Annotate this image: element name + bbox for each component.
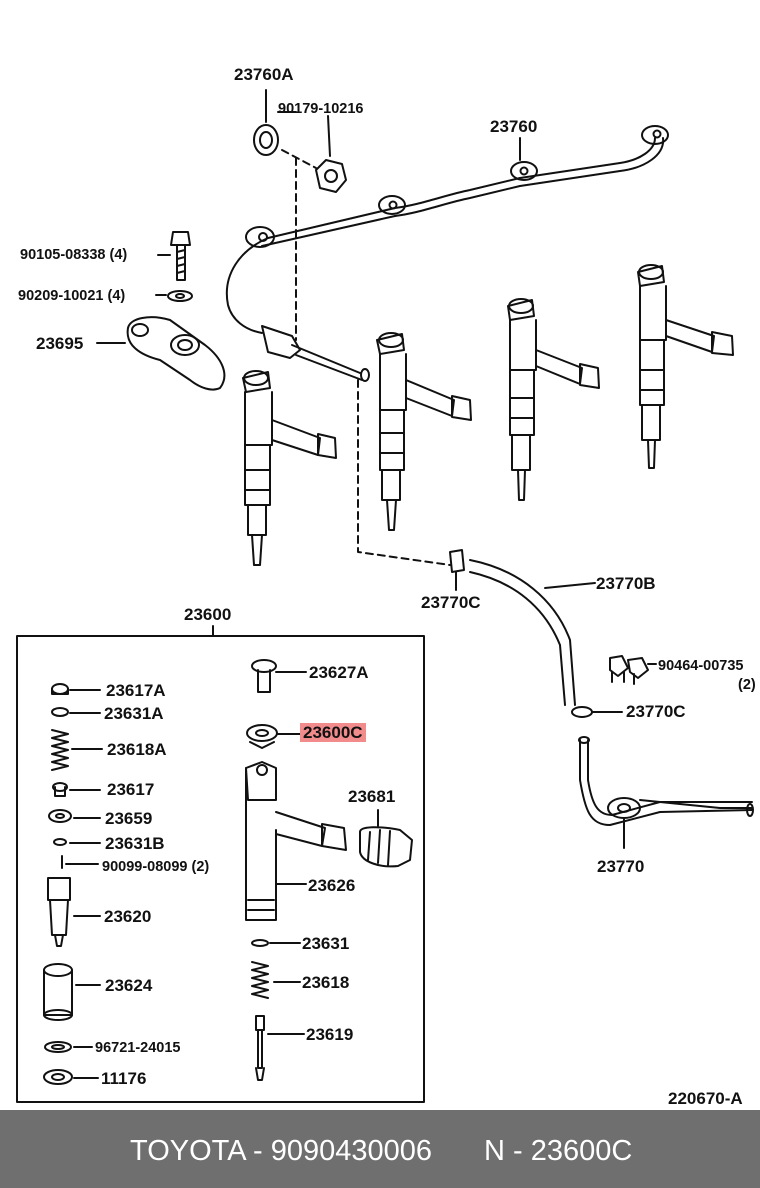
- label-23681: 23681: [348, 787, 396, 806]
- washer-90209: [155, 290, 193, 302]
- label-23770B: 23770B: [596, 574, 656, 593]
- kit-box: [16, 635, 425, 1103]
- clip-23770C-top: [449, 549, 465, 591]
- label-23618: 23618: [302, 973, 350, 992]
- footer-item-reference: N - 23600C: [484, 1135, 633, 1167]
- label-23620: 23620: [104, 907, 152, 926]
- label-23631A: 23631A: [104, 704, 164, 723]
- injector-3: [507, 298, 600, 501]
- label-90099-08099: 90099-08099 (2): [102, 859, 210, 875]
- injector-1: [242, 370, 337, 566]
- label-90464-00735: 90464-00735: [658, 658, 744, 674]
- label-96721-24015: 96721-24015: [95, 1040, 181, 1056]
- label-23760A: 23760A: [234, 65, 294, 84]
- label-90179-10216: 90179-10216: [278, 101, 364, 117]
- parts-diagram: [16, 89, 754, 1103]
- label-23626: 23626: [308, 876, 356, 895]
- label-23770: 23770: [597, 857, 645, 876]
- label-90105-08338: 90105-08338 (4): [20, 247, 128, 263]
- highlighted-part-number: 23600C: [300, 723, 366, 742]
- footer-brand-part-number: TOYOTA - 9090430006: [130, 1135, 433, 1167]
- label-23619: 23619: [306, 1025, 354, 1044]
- kit-left-parts: [43, 683, 103, 1085]
- injector-4: [637, 264, 734, 469]
- label-23631B: 23631B: [105, 834, 165, 853]
- dashed-guide-lines: [281, 149, 451, 566]
- leader-lines: [277, 111, 521, 161]
- gasket-23760A: [253, 89, 279, 156]
- label-23600: 23600: [184, 605, 232, 624]
- label-23760: 23760: [490, 117, 538, 136]
- label-23631: 23631: [302, 934, 350, 953]
- label-23695: 23695: [36, 334, 84, 353]
- label-23659: 23659: [105, 809, 153, 828]
- clip-90464: [609, 655, 657, 685]
- hose-23770B: [469, 559, 596, 706]
- footer-bar: TOYOTA - 9090430006 N - 23600C: [0, 1110, 760, 1188]
- clamp-23695: [96, 316, 226, 391]
- injector-2: [376, 332, 472, 531]
- label-11176: 11176: [101, 1069, 147, 1088]
- pipe-23770: [578, 736, 754, 849]
- label-23770C-top: 23770C: [421, 593, 481, 612]
- label-23624: 23624: [105, 976, 153, 995]
- label-23770C-bottom: 23770C: [626, 702, 686, 721]
- kit-right-parts: [245, 659, 413, 1081]
- label-23627A: 23627A: [309, 663, 369, 682]
- label-90209-10021: 90209-10021 (4): [18, 288, 126, 304]
- label-23600C-highlighted: 23600C: [300, 721, 366, 745]
- diagram-reference: 220670-A: [668, 1089, 743, 1108]
- label-23617A: 23617A: [106, 681, 166, 700]
- label-23618A: 23618A: [107, 740, 167, 759]
- clip-23770C-bottom: [571, 706, 623, 718]
- union-nut-90179: [315, 115, 347, 193]
- bolt-90105: [157, 231, 191, 281]
- label-23617: 23617: [107, 780, 155, 799]
- label-90464-qty: (2): [738, 677, 756, 693]
- return-pipe-23760: [225, 125, 669, 382]
